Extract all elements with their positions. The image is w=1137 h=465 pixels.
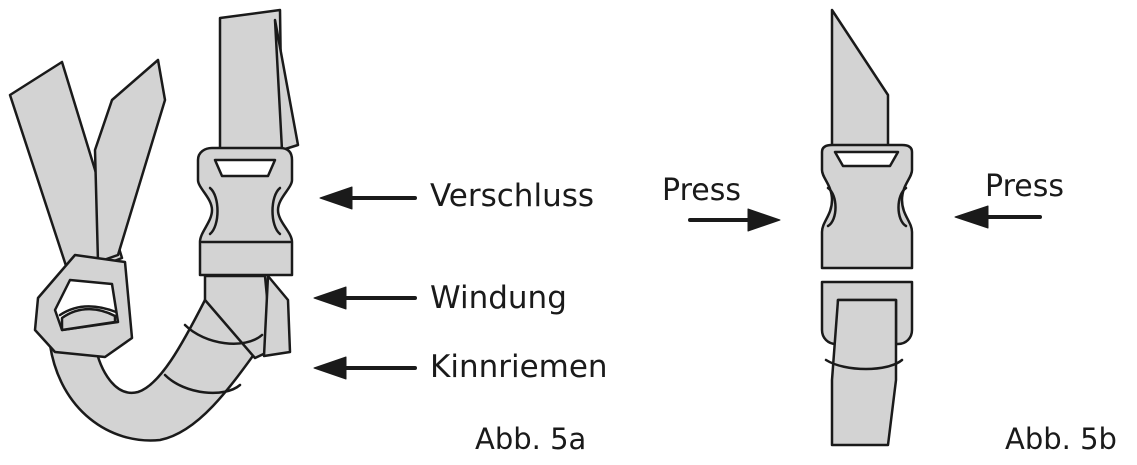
- upper-right-strap: [218, 8, 284, 160]
- lower-vertical-strap: [830, 298, 898, 447]
- press-label-left: Press: [662, 173, 741, 208]
- arrow-press-right: [954, 205, 1042, 229]
- arrow-windung: [313, 286, 417, 310]
- keeper-ring-2: [163, 373, 242, 395]
- arrow-press-left: [688, 208, 781, 232]
- callout-label-verschluss: Verschluss: [430, 178, 595, 214]
- figure-caption-5a: Abb. 5a: [475, 422, 587, 456]
- figure-5b-illustration: [820, 8, 914, 447]
- figure-caption-5b: Abb. 5b: [1005, 422, 1117, 456]
- press-label-right: Press: [985, 169, 1064, 204]
- callout-label-windung: Windung: [430, 280, 567, 316]
- upper-vertical-strap: [830, 8, 890, 162]
- buckle-5a: [196, 146, 294, 277]
- strap-flap: [262, 274, 292, 358]
- press-arrows-5b: [688, 205, 1042, 232]
- callout-arrows-5a: [313, 186, 417, 380]
- arrow-kinnriemen: [313, 356, 417, 380]
- figure-5a-illustration: [8, 8, 300, 442]
- buckle-5b-upper: [820, 143, 914, 270]
- keeper-ring-1: [183, 323, 264, 345]
- strap-slider: [33, 253, 134, 359]
- upper-right-strap-fold: [273, 18, 300, 152]
- keeper-ring-5b: [824, 358, 904, 371]
- arrow-verschluss: [319, 186, 417, 210]
- left-front-strap: [93, 58, 167, 264]
- callout-label-kinnriemen: Kinnriemen: [430, 349, 608, 385]
- left-back-strap: [8, 60, 124, 280]
